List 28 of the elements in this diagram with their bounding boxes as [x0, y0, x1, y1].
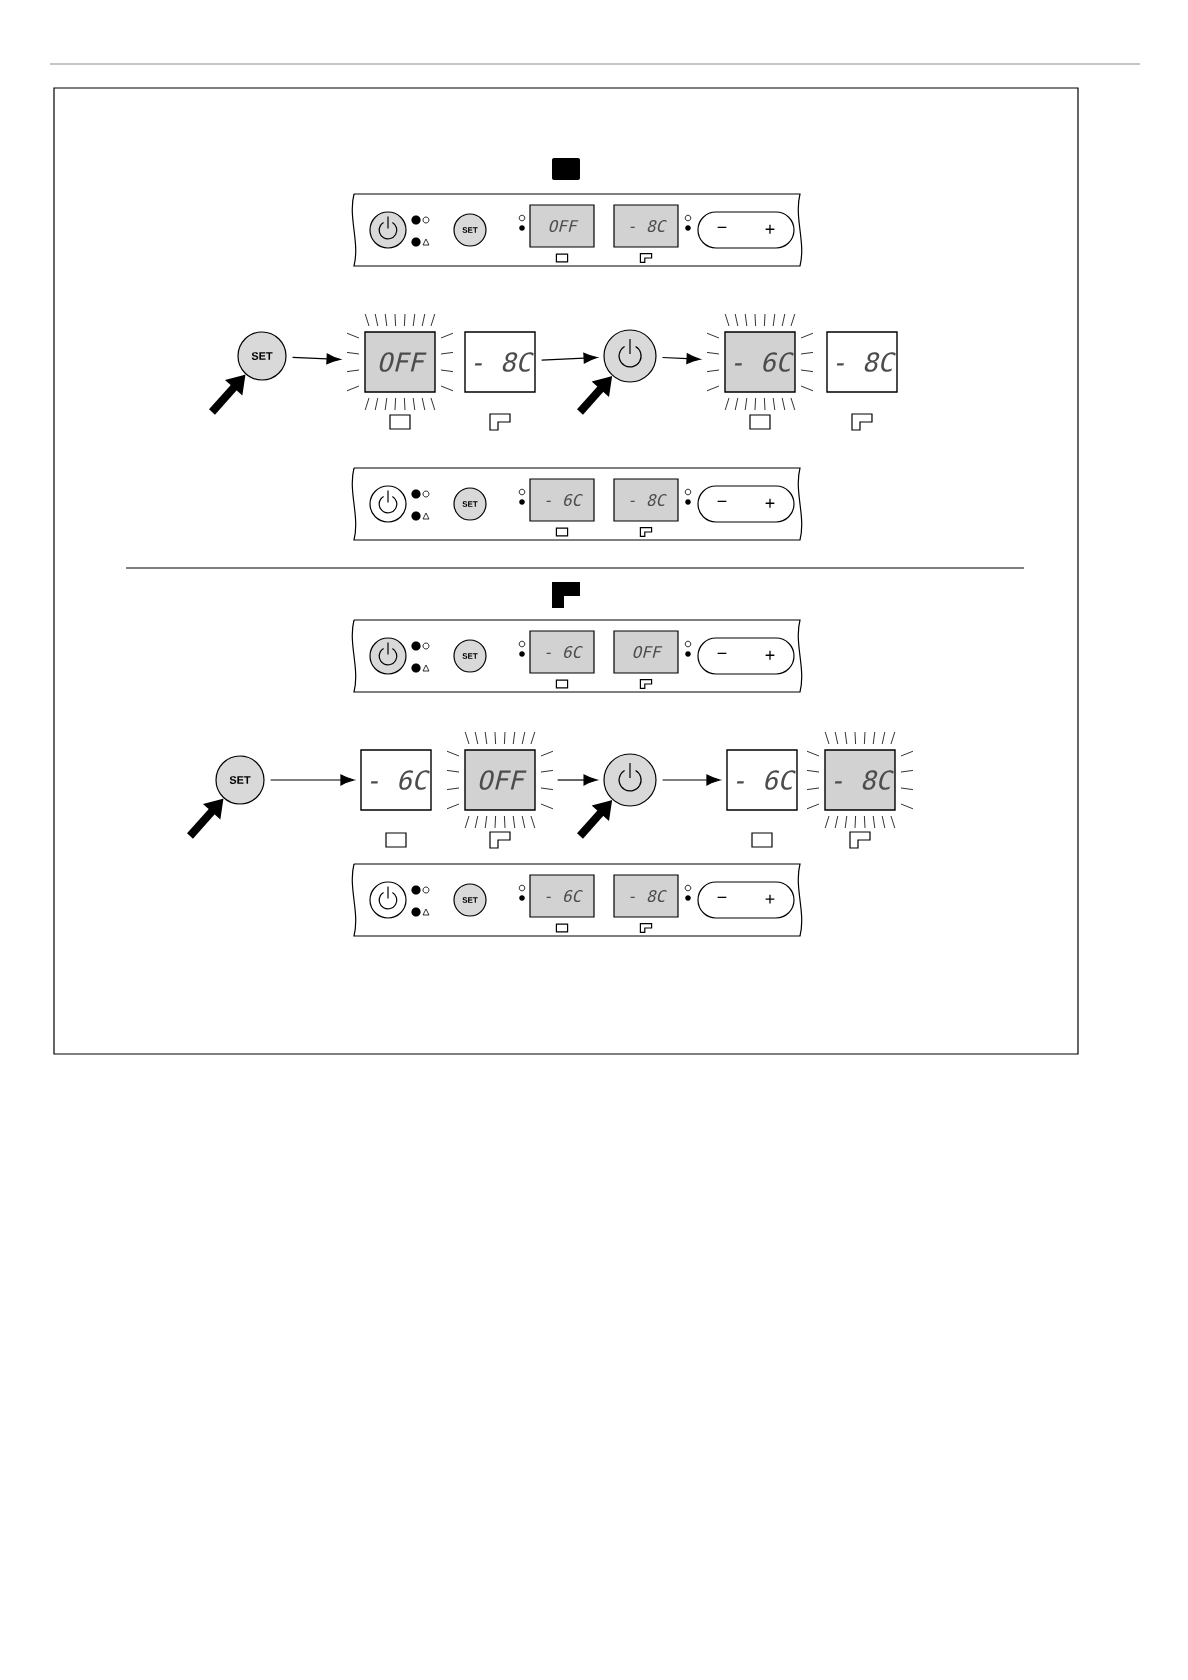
- display-screen: - 8C: [613, 204, 679, 248]
- minus-plus-button: − +: [697, 485, 795, 523]
- power-button: [603, 329, 657, 383]
- arrow: [541, 352, 598, 364]
- display-screen: - 6C: [529, 630, 595, 674]
- display-screen: OFF: [346, 313, 454, 411]
- display-screen: - 8C: [826, 331, 898, 393]
- display-screen: - 6C: [529, 874, 595, 918]
- display-screen: - 6C: [360, 749, 432, 811]
- display-screen: - 8C: [613, 874, 679, 918]
- display-screen: - 6C: [706, 313, 814, 411]
- arrow: [661, 774, 721, 786]
- arrow: [557, 774, 598, 786]
- arrow: [661, 353, 701, 365]
- minus-plus-button: − +: [697, 881, 795, 919]
- arrow: [269, 774, 355, 786]
- display-screen: - 8C: [464, 331, 536, 393]
- minus-plus-button: − +: [697, 637, 795, 675]
- display-screen: - 8C: [806, 731, 914, 829]
- minus-plus-button: − +: [697, 211, 795, 249]
- display-screen: OFF: [613, 630, 679, 674]
- display-screen: OFF: [446, 731, 554, 829]
- display-screen: - 8C: [613, 478, 679, 522]
- display-screen: OFF: [529, 204, 595, 248]
- display-screen: - 6C: [529, 478, 595, 522]
- arrow: [291, 353, 341, 365]
- display-screen: - 6C: [726, 749, 798, 811]
- power-button: [603, 753, 657, 807]
